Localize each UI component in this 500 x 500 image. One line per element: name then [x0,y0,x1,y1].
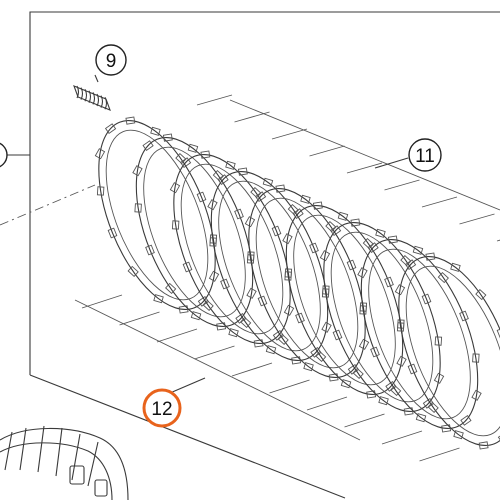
clutch-plate-icon [207,167,332,365]
callout-9-label: 9 [106,51,117,72]
clutch-plate-icon [244,184,370,382]
clutch-plate-icon [282,201,407,399]
clutch-plate-icon [357,235,482,433]
callout-11: 11 [408,138,442,172]
callout-12-label: 12 [151,399,172,420]
clutch-plate-icon [394,252,500,450]
callout-12: 12 [142,388,182,428]
clutch-spring-icon [73,85,111,111]
callout-9: 9 [95,44,127,76]
clutch-plate-icon [319,218,445,416]
callout-11-label: 11 [415,146,435,167]
plate-guide-lines [74,94,500,462]
clutch-plate-icon [94,116,220,314]
clutch-plate-stack [94,116,500,450]
clutch-plate-icon [169,150,295,348]
clutch-plate-icon [132,133,257,331]
callout-partial-left [0,142,8,168]
clutch-basket-icon [0,425,129,500]
